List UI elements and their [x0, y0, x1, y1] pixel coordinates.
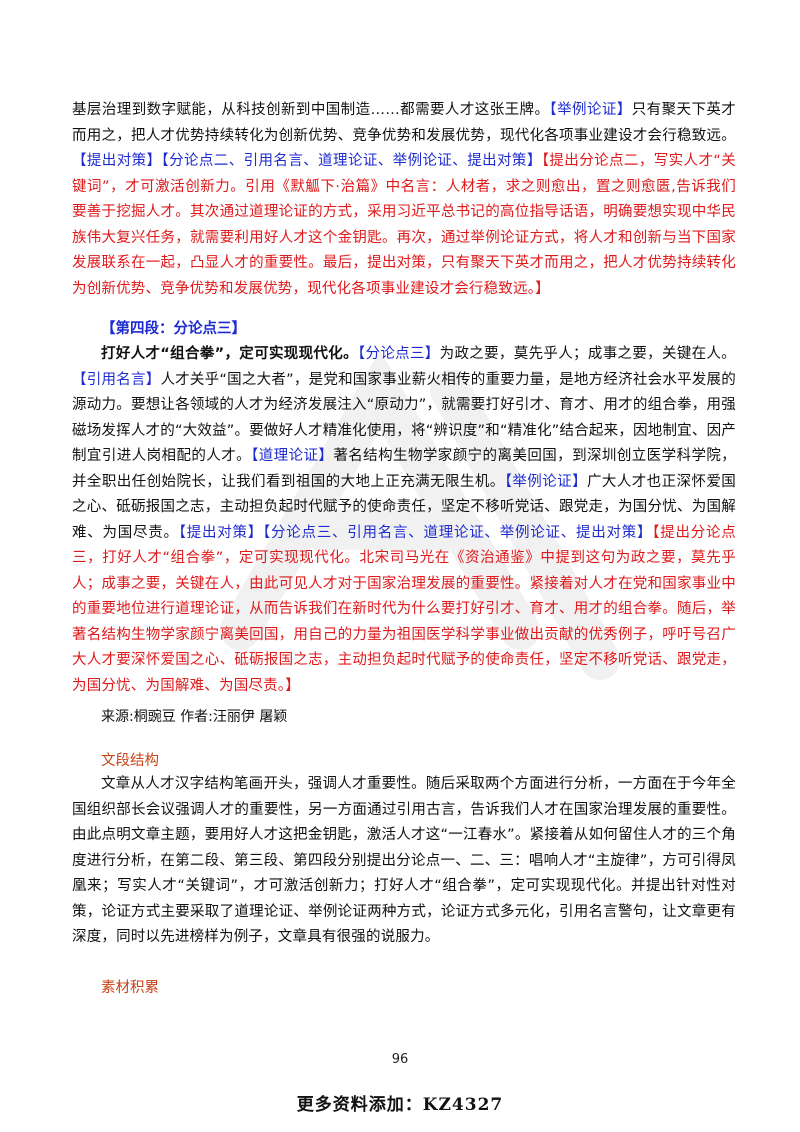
tag-example-argument: 【举例论证】: [549, 102, 632, 118]
section4-paragraph: 打好人才“组合拳”，定可实现现代化。【分论点三】为政之要，莫先乎人；成事之要，关…: [72, 342, 736, 699]
body-text: 只有聚天下英才而用之，把人才优势持续转化为创新优势、竞争优势和发展优势，现代化各…: [72, 102, 736, 144]
structure-paragraph: 文章从人才汉字结构笔画开头，强调人才重要性。随后采取两个方面进行分析，一方面在于…: [72, 772, 736, 951]
watermark-logo: [220, 350, 620, 680]
tag-sub-point: 【分论点三】: [357, 346, 440, 362]
body-text: 人才关乎“国之大者”，是党和国家事业薪火相传的重要力量，是地方经济社会水平发展的…: [72, 371, 736, 465]
materials-label: 素材积累: [101, 980, 159, 996]
section-heading: 打好人才“组合拳”，定可实现现代化。: [101, 346, 358, 362]
tag-quote: 【引用名言】: [72, 371, 161, 388]
page-number: 96: [391, 1052, 409, 1067]
paragraph-continuation: 基层治理到数字赋能，从科技创新到中国制造……都需要人才这张王牌。【举例论证】只有…: [72, 98, 736, 302]
tag-summary: 【提出对策】【分论点三、引用名言、道理论证、举例论证、提出对策】: [178, 524, 653, 541]
tag-example: 【举例论证】: [504, 473, 587, 490]
body-text: 为政之要，莫先乎人；成事之要，关键在人。: [439, 346, 736, 362]
body-text: 基层治理到数字赋能，从科技创新到中国制造……都需要人才这张王牌。: [72, 102, 550, 118]
structure-label: 文段结构: [101, 753, 159, 769]
analysis-note: 【提出分论点三，打好人才“组合拳”，定可实现现代化。北宋司马光在《资治通鉴》中提…: [72, 524, 737, 694]
tag-countermeasure-summary: 【提出对策】【分论点二、引用名言、道理论证、举例论证、提出对策】: [72, 153, 542, 169]
analysis-note: 【提出分论点二，写实人才“关键词”，才可激活创新力。引用《默觚下·治篇》中名言：…: [72, 153, 736, 297]
section-label: 【第四段：分论点三】: [101, 321, 246, 337]
source-line: 来源:桐豌豆 作者:汪丽伊 屠颖: [101, 709, 288, 725]
structure-text: 文章从人才汉字结构笔画开头，强调人才重要性。随后采取两个方面进行分析，一方面在于…: [72, 776, 736, 945]
body-text: 广大人才也正深怀爱国之心、砥砺报国之志，主动担负起时代赋予的使命责任，坚定不移听…: [72, 473, 736, 541]
footer-promo-text: 更多资料添加：KZ4327: [296, 1095, 504, 1115]
tag-reasoning: 【道理论证】: [251, 448, 334, 464]
body-text: 著名结构生物学家颜宁的离美回国，到深圳创立医学科学院，并全职出任创始院长，让我们…: [72, 448, 736, 490]
